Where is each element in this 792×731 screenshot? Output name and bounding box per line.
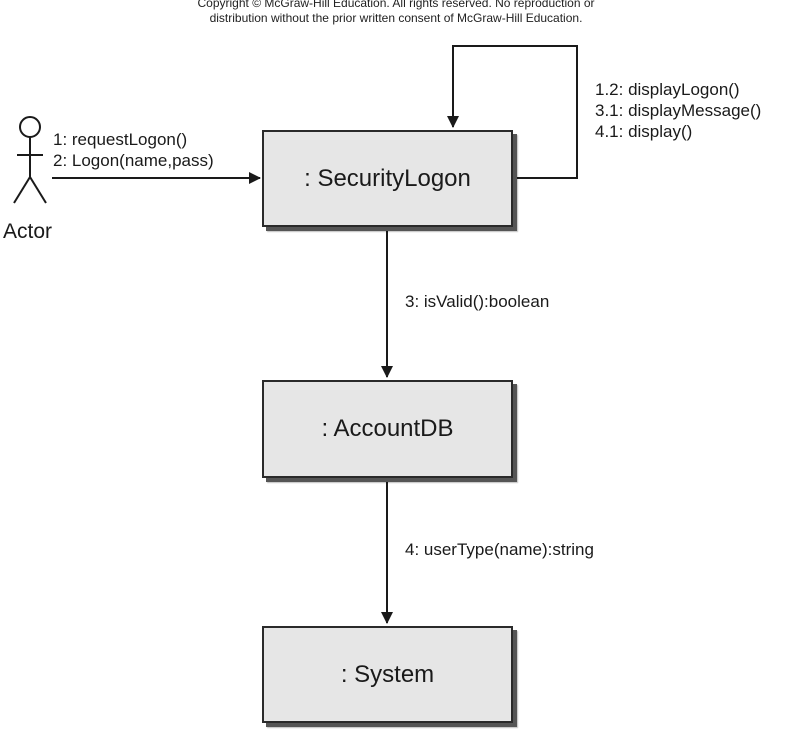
message-display: 4.1: display(): [595, 122, 693, 141]
copyright-line-1: Copyright © McGraw-Hill Education. All r…: [197, 0, 595, 10]
actor-head: [19, 116, 41, 138]
object-security-logon-label: : SecurityLogon: [304, 164, 471, 192]
copyright-line-2: distribution without the prior written c…: [209, 11, 583, 25]
actor-left-leg: [13, 176, 31, 204]
message-is-valid: 3: isValid():boolean: [405, 292, 550, 311]
actor-label: Actor: [3, 220, 53, 243]
message-display-logon: 1.2: displayLogon(): [595, 80, 740, 99]
actor-stick-figure: [13, 116, 47, 204]
object-system: : System: [262, 626, 513, 723]
message-request-logon: 1: requestLogon(): [53, 130, 188, 149]
message-user-type: 4: userType(name):string: [405, 540, 594, 559]
object-account-db: : AccountDB: [262, 380, 513, 478]
object-system-label: : System: [340, 660, 435, 688]
arrow-self-loop: [447, 45, 578, 179]
message-logon: 2: Logon(name,pass): [53, 151, 214, 170]
message-display-message: 3.1: displayMessage(): [595, 101, 762, 120]
object-account-db-label: : AccountDB: [321, 415, 454, 442]
object-security-logon: : SecurityLogon: [262, 130, 513, 227]
actor-right-leg: [29, 176, 47, 204]
